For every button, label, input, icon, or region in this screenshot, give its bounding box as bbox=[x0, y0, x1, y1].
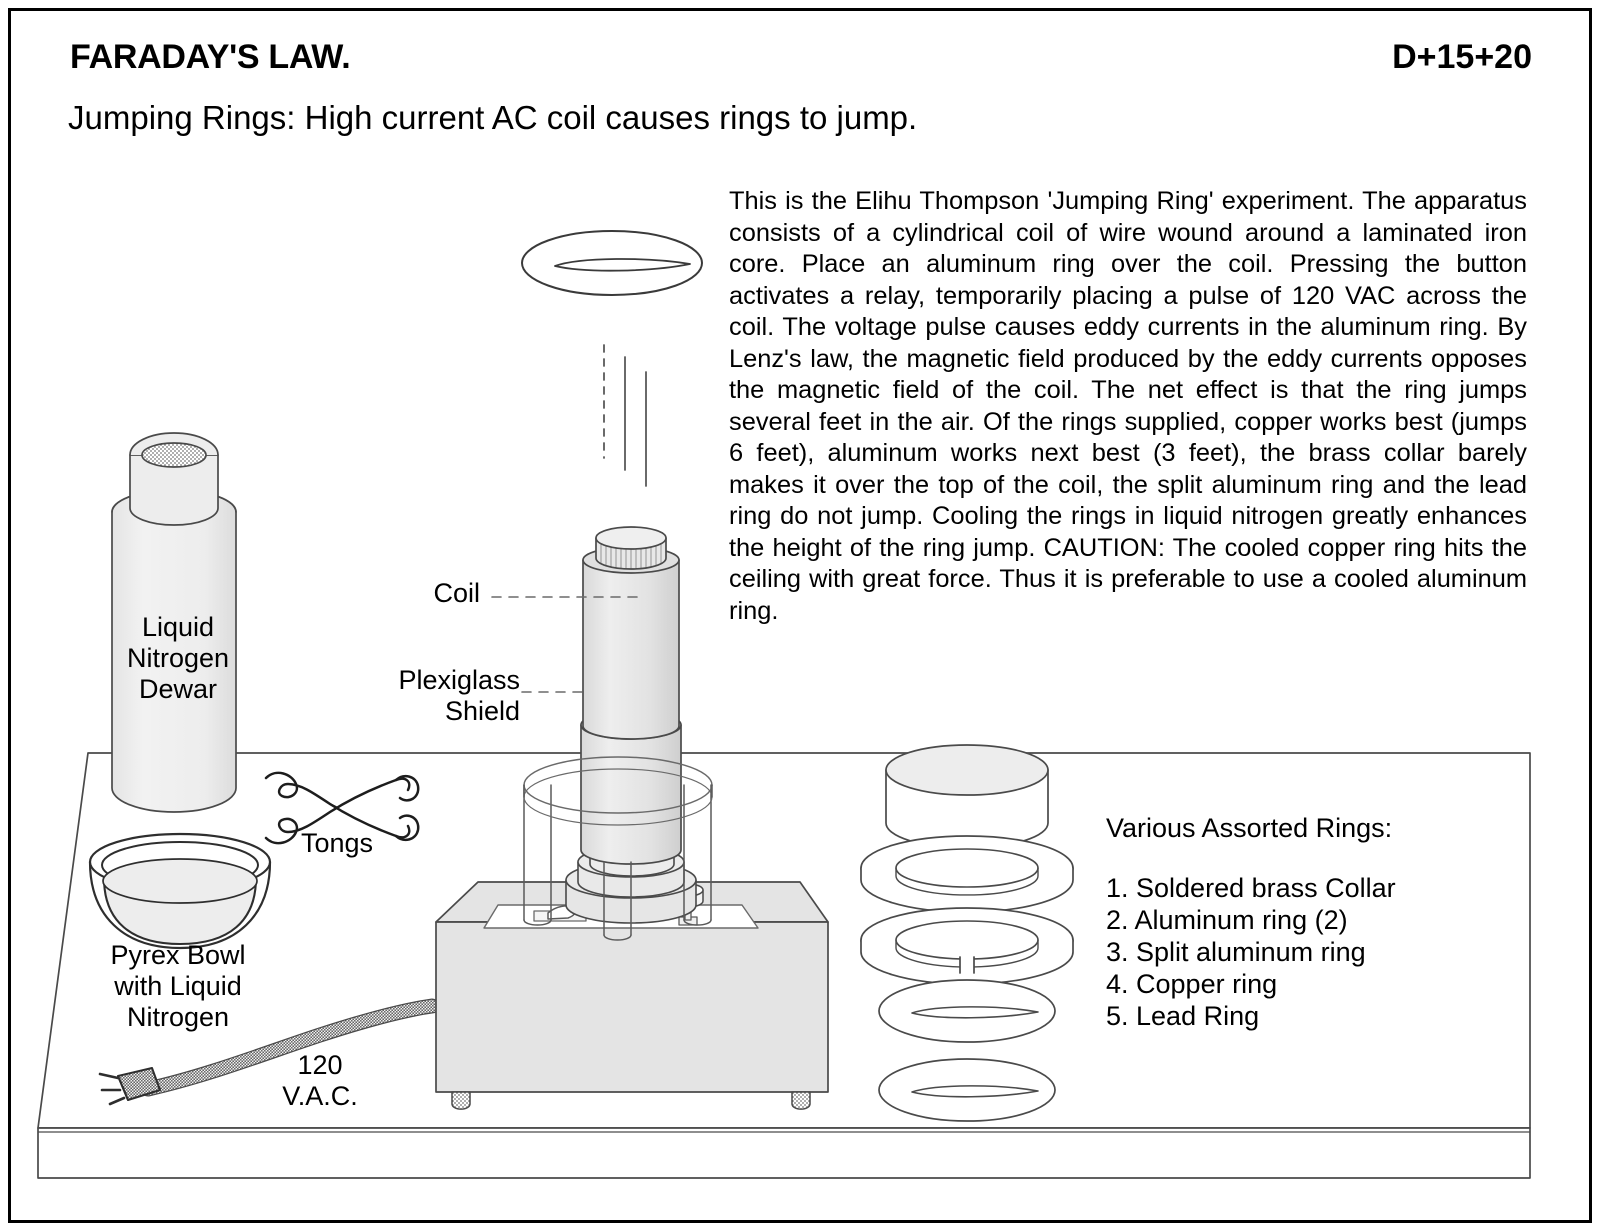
description-paragraph: This is the Elihu Thompson 'Jumping Ring… bbox=[729, 187, 1527, 625]
label-coil: Coil bbox=[433, 578, 480, 608]
rings-legend-list: 1. Soldered brass Collar 2. Aluminum rin… bbox=[1106, 872, 1396, 1032]
label-plexiglass: Plexiglass Shield bbox=[398, 665, 520, 726]
page-subtitle: Jumping Rings: High current AC coil caus… bbox=[68, 99, 918, 136]
label-dewar: Liquid Nitrogen Dewar bbox=[126, 612, 230, 704]
label-pyrex-bowl: Pyrex Bowl with Liquid Nitrogen bbox=[110, 940, 246, 1032]
list-item: 1. Soldered brass Collar bbox=[1106, 873, 1396, 903]
page-border bbox=[8, 8, 1592, 1223]
list-item: 5. Lead Ring bbox=[1106, 1001, 1260, 1031]
list-item: 3. Split aluminum ring bbox=[1106, 937, 1366, 967]
rings-legend-heading: Various Assorted Rings: bbox=[1106, 813, 1393, 843]
list-item: 4. Copper ring bbox=[1106, 969, 1278, 999]
page-title: FARADAY'S LAW. bbox=[70, 38, 351, 76]
list-item: 2. Aluminum ring (2) bbox=[1106, 905, 1348, 935]
label-voltage: 120 V.A.C. bbox=[282, 1050, 358, 1111]
label-tongs: Tongs bbox=[300, 828, 374, 858]
demo-code: D+15+20 bbox=[1392, 38, 1532, 76]
